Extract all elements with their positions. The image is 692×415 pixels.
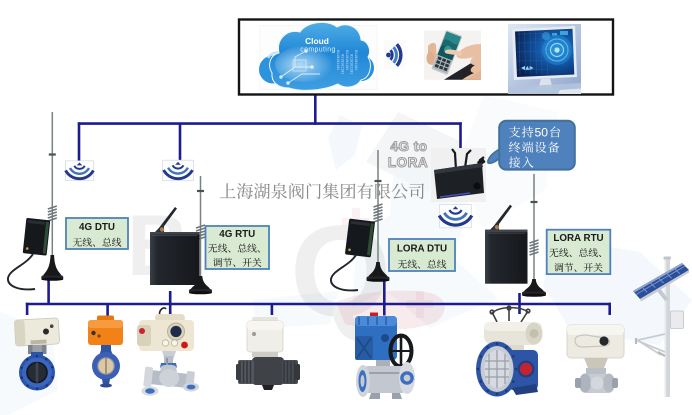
svg-text:4G RTU: 4G RTU	[219, 229, 255, 240]
svg-text:0110101101: 0110101101	[344, 50, 348, 70]
svg-text:0110101101: 0110101101	[340, 54, 344, 74]
svg-text:LORA RTU: LORA RTU	[553, 233, 603, 244]
svg-text:4G to: 4G to	[390, 139, 427, 154]
svg-text:◄▲►: ◄▲►	[521, 65, 534, 73]
svg-text:computing: computing	[300, 47, 335, 54]
svg-text:50: 50	[535, 126, 549, 140]
svg-text:0110101101: 0110101101	[349, 54, 353, 74]
svg-text:0110101101: 0110101101	[335, 50, 339, 70]
svg-text:LORA: LORA	[388, 155, 428, 170]
svg-text:4G DTU: 4G DTU	[79, 222, 115, 233]
svg-text:LORA DTU: LORA DTU	[397, 243, 447, 254]
svg-text:0110101101: 0110101101	[353, 50, 357, 70]
svg-text:Cloud: Cloud	[305, 36, 329, 46]
